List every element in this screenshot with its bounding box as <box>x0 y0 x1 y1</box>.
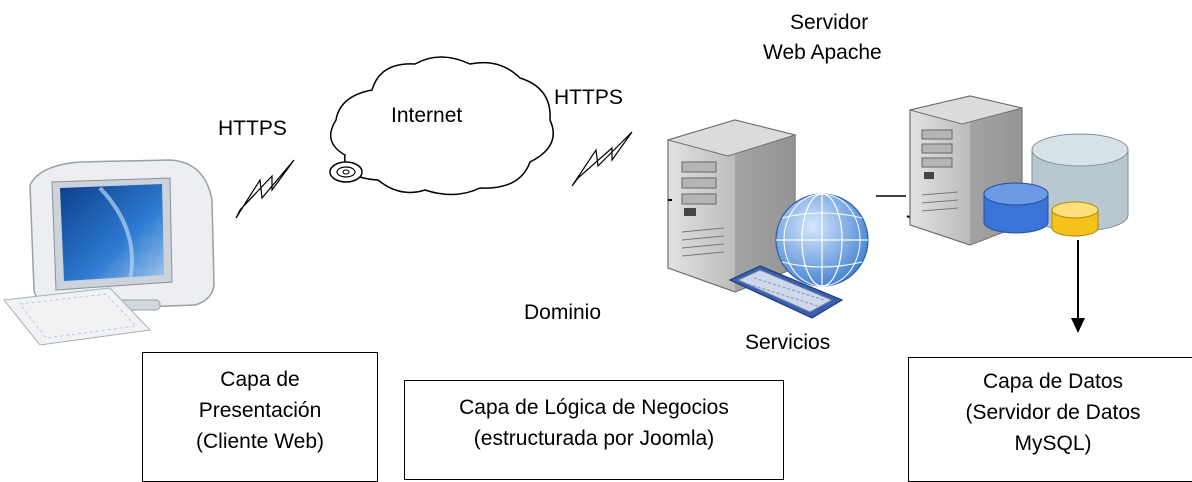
business-logic-layer-line1: Capa de Lógica de Negocios <box>459 396 729 419</box>
presentation-layer-line1: Capa de <box>220 367 300 391</box>
computer-icon <box>3 159 215 346</box>
database-cylinders-icon <box>983 133 1129 237</box>
globe-icon <box>775 193 869 287</box>
internet-label: Internet <box>391 104 463 127</box>
lightning-left-icon <box>235 159 295 219</box>
data-layer-box: Capa de Datos (Servidor de Datos MySQL) <box>908 357 1192 482</box>
servicios-label: Servicios <box>745 331 831 354</box>
cloud-swirl-icon <box>329 161 363 183</box>
business-logic-layer-box: Capa de Lógica de Negocios (estructurada… <box>404 380 784 480</box>
keyboard-icon <box>728 265 844 319</box>
business-logic-layer-line2: (estructurada por Joomla) <box>473 427 715 450</box>
presentation-layer-line3: (Cliente Web) <box>196 429 324 453</box>
web-server-icon <box>666 119 797 293</box>
cloud-icon <box>329 56 554 196</box>
data-layer-line3: MySQL) <box>1014 432 1092 455</box>
https-left-label: HTTPS <box>218 117 287 140</box>
presentation-layer-box: Capa de Presentación (Cliente Web) <box>142 352 378 482</box>
lightning-right-icon <box>571 131 633 187</box>
presentation-layer-line2: Presentación <box>198 398 322 422</box>
server-title-line1: Servidor <box>790 11 869 34</box>
https-right-label: HTTPS <box>554 86 623 109</box>
dominio-label: Dominio <box>524 301 602 324</box>
server-title-line2: Web Apache <box>763 41 882 64</box>
diagram-artwork <box>3 56 1129 346</box>
data-layer-line1: Capa de Datos <box>982 370 1124 393</box>
arrow-down-icon <box>1071 240 1085 333</box>
data-layer-line2: (Servidor de Datos <box>965 401 1141 424</box>
